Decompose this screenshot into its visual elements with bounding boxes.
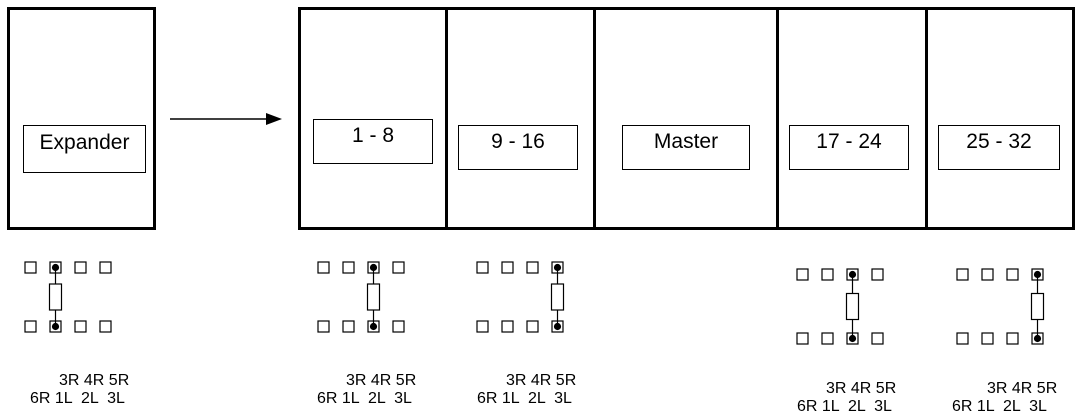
jumper-label-row2: 6R 1L 2L 3L bbox=[952, 398, 1047, 415]
rack-divider bbox=[593, 7, 596, 230]
jumper-pin bbox=[99, 261, 112, 274]
jumper-pin bbox=[871, 332, 884, 345]
main-rack bbox=[298, 7, 1075, 230]
rack-divider bbox=[776, 7, 779, 230]
expander-label: Expander bbox=[39, 131, 130, 154]
jumper-pin bbox=[392, 320, 405, 333]
jumper-pin bbox=[74, 261, 87, 274]
jumper-label-row2: 6R 1L 2L 3L bbox=[477, 390, 572, 407]
jumper-pin bbox=[392, 261, 405, 274]
jumper-pin bbox=[342, 261, 355, 274]
jumper-pin bbox=[24, 261, 37, 274]
jumper-pin bbox=[24, 320, 37, 333]
jumper-pin bbox=[956, 332, 969, 345]
jumper-pin bbox=[342, 320, 355, 333]
module-label: 9 - 16 bbox=[491, 129, 545, 153]
jumper-resistor bbox=[1030, 292, 1045, 321]
jumper-pin bbox=[1006, 268, 1019, 281]
jumper-pin bbox=[526, 261, 539, 274]
jumper-pin bbox=[1006, 332, 1019, 345]
jumper-pin bbox=[501, 320, 514, 333]
module-label: 25 - 32 bbox=[966, 129, 1032, 153]
expander-unit bbox=[7, 7, 156, 230]
jumper-pins bbox=[24, 261, 1045, 345]
jumper-resistor bbox=[366, 283, 381, 311]
jumper-pin bbox=[317, 320, 330, 333]
jumper-pin bbox=[476, 261, 489, 274]
jumper-resistor bbox=[845, 292, 860, 321]
jumper-resistor bbox=[48, 283, 63, 311]
jumper-pin bbox=[99, 320, 112, 333]
module-label-box: 1 - 8 bbox=[313, 119, 433, 164]
module-label: Master bbox=[653, 129, 719, 153]
jumper-label-row2: 6R 1L 2L 3L bbox=[797, 398, 892, 415]
jumper-pin bbox=[821, 268, 834, 281]
jumper-pin bbox=[956, 268, 969, 281]
module-label: 1 - 8 bbox=[351, 123, 395, 147]
jumper-pin bbox=[821, 332, 834, 345]
jumper-pin bbox=[476, 320, 489, 333]
module-label-box: 17 - 24 bbox=[789, 125, 909, 170]
jumper-label-row1: 3R 4R 5R bbox=[59, 372, 130, 389]
jumper-pin bbox=[796, 268, 809, 281]
module-label-box: 9 - 16 bbox=[458, 125, 578, 170]
jumper-pin bbox=[317, 261, 330, 274]
arrow bbox=[170, 113, 282, 125]
jumper-resistor bbox=[550, 283, 565, 311]
module-label-box: 25 - 32 bbox=[938, 125, 1060, 170]
jumper-label-row1: 3R 4R 5R bbox=[506, 372, 577, 389]
expander-label-box: Expander bbox=[23, 125, 146, 173]
jumper-pin bbox=[74, 320, 87, 333]
jumper-label-row2: 6R 1L 2L 3L bbox=[30, 390, 125, 407]
module-label-box: Master bbox=[622, 125, 750, 170]
jumper-pin bbox=[796, 332, 809, 345]
rack-divider bbox=[445, 7, 448, 230]
jumper-label-row2: 6R 1L 2L 3L bbox=[317, 390, 412, 407]
jumper-pin bbox=[981, 332, 994, 345]
jumper-label-row1: 3R 4R 5R bbox=[826, 380, 897, 397]
jumper-pin bbox=[981, 268, 994, 281]
jumper-pin bbox=[501, 261, 514, 274]
jumper-label-row1: 3R 4R 5R bbox=[987, 380, 1058, 397]
jumper-pin bbox=[526, 320, 539, 333]
module-label: 17 - 24 bbox=[816, 129, 882, 153]
jumper-label-row1: 3R 4R 5R bbox=[346, 372, 417, 389]
jumper-pin bbox=[871, 268, 884, 281]
rack-divider bbox=[925, 7, 928, 230]
